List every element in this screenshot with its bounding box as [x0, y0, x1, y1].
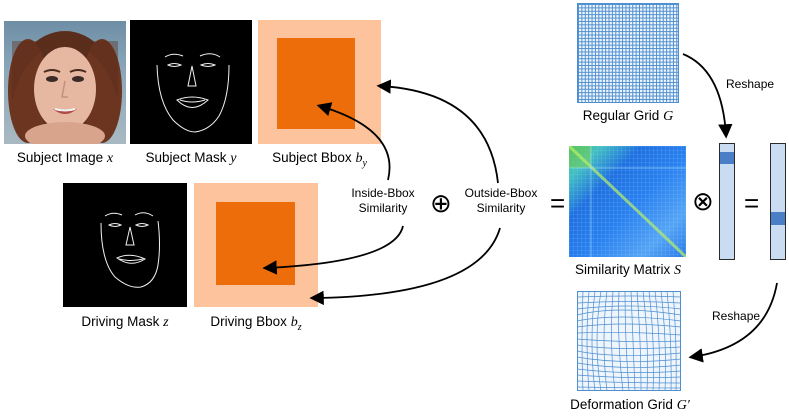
outside-bbox-line1: Outside-Bbox	[464, 186, 538, 200]
reshape-top-label: Reshape	[726, 77, 775, 91]
grid-vector	[719, 143, 735, 260]
subject-mask	[130, 20, 252, 144]
driving-bbox-label: Driving Bbox bz	[194, 314, 318, 333]
driving-mask	[63, 183, 187, 307]
outside-arrow-to-subject	[376, 79, 499, 184]
reshape-top-arrow	[682, 53, 733, 139]
deformation-grid-text: Deformation Grid	[570, 397, 673, 412]
subject-image-label: Subject Image x	[4, 150, 126, 167]
driving-mask-var: z	[163, 315, 169, 330]
outside-arrow-to-driving	[309, 227, 501, 306]
result-vector-highlight	[771, 212, 785, 225]
subject-bbox-var: b	[355, 151, 363, 166]
deformation-grid-var: G′	[676, 398, 690, 413]
driving-mask-landmarks	[100, 212, 160, 288]
otimes-operator: ⊗	[692, 186, 714, 216]
reshape-bottom-arrow	[688, 282, 778, 363]
driving-bbox-var: b	[290, 315, 298, 330]
driving-bbox	[194, 183, 318, 307]
subject-mask-landmarks	[156, 53, 230, 133]
equals-operator-2: =	[744, 188, 760, 218]
inside-bbox-line1: Inside-Bbox	[351, 186, 415, 200]
subject-bbox-label: Subject Bbox by	[258, 150, 381, 169]
outside-bbox-similarity-label: Outside-Bbox Similarity	[460, 186, 542, 216]
inside-bbox-line2: Similarity	[358, 201, 408, 215]
similarity-matrix-label: Similarity Matrix S	[553, 262, 703, 279]
deformation-grid	[577, 291, 681, 391]
driving-bbox-inner	[216, 202, 295, 285]
regular-grid-text: Regular Grid	[582, 108, 660, 123]
subject-mask-var: y	[230, 151, 237, 166]
subject-image-var: x	[106, 151, 114, 166]
grid-vector-highlight	[720, 152, 734, 164]
driving-bbox-sub: z	[297, 321, 302, 333]
outside-bbox-line2: Similarity	[476, 201, 526, 215]
regular-grid-var: G	[663, 109, 674, 124]
similarity-matrix-texture	[569, 146, 686, 257]
subject-mask-text: Subject Mask	[145, 150, 227, 165]
result-vector	[770, 143, 786, 260]
similarity-matrix-text: Similarity Matrix	[574, 262, 671, 277]
regular-grid-label: Regular Grid G	[560, 108, 696, 125]
subject-bbox-text: Subject Bbox	[272, 150, 352, 165]
inside-bbox-similarity-label: Inside-Bbox Similarity	[345, 186, 421, 216]
driving-mask-text: Driving Mask	[81, 314, 160, 329]
driving-bbox-text: Driving Bbox	[210, 314, 287, 329]
inside-arrow-to-driving	[262, 225, 404, 275]
regular-grid	[577, 3, 679, 103]
similarity-matrix	[569, 146, 686, 257]
driving-mask-label: Driving Mask z	[63, 314, 187, 331]
subject-mask-label: Subject Mask y	[130, 150, 252, 167]
equals-operator-1: =	[550, 188, 566, 218]
reshape-bottom-label: Reshape	[712, 309, 761, 323]
face-photo-drawing	[8, 31, 122, 144]
subject-bbox-sub: y	[362, 157, 367, 169]
oplus-operator: ⊕	[430, 188, 452, 218]
subject-image	[4, 21, 126, 144]
similarity-matrix-var: S	[674, 263, 682, 278]
subject-image-text: Subject Image	[16, 150, 104, 165]
inside-arrow-to-subject	[316, 102, 391, 181]
deformation-grid-mesh	[577, 291, 681, 391]
deformation-grid-label: Deformation Grid G′	[545, 397, 715, 414]
